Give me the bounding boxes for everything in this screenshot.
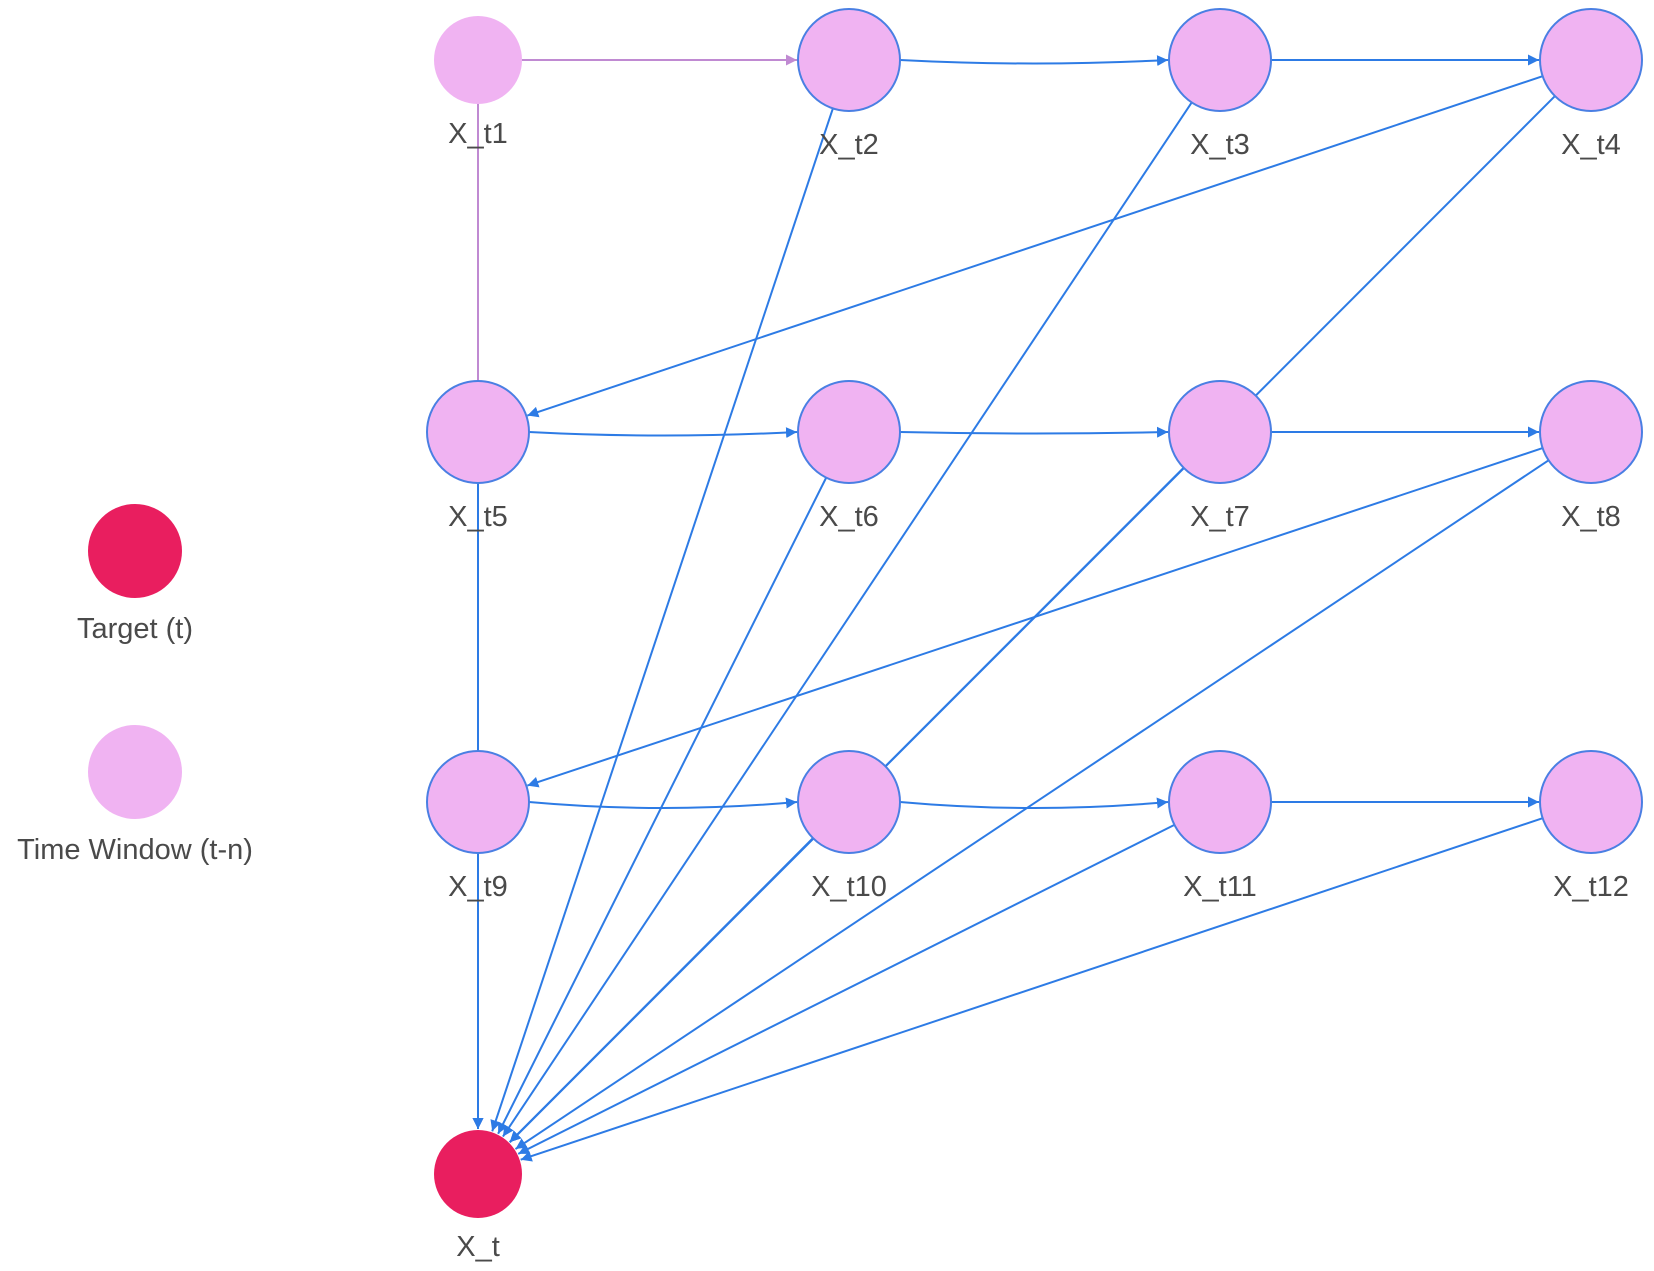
node-t8[interactable]: X_t8	[1539, 380, 1643, 533]
edge-t10-to-t11	[899, 797, 1169, 809]
node-t12-circle[interactable]	[1539, 750, 1643, 854]
node-t12-label: X_t12	[1553, 871, 1629, 903]
node-t8-label: X_t8	[1561, 501, 1621, 533]
legend-target-label: Target (t)	[77, 613, 193, 645]
node-t6-label: X_t6	[819, 501, 879, 533]
edge-t9-to-t10	[528, 797, 798, 809]
edges-layer	[472, 54, 1556, 1162]
node-t10-label: X_t10	[811, 871, 887, 903]
node-t2[interactable]: X_t2	[797, 8, 901, 161]
node-t5-circle[interactable]	[426, 380, 530, 484]
legend-window-label: Time Window (t-n)	[17, 834, 253, 866]
node-t1-circle[interactable]	[434, 16, 522, 104]
edge-t6-to-t7	[899, 426, 1169, 438]
node-t10[interactable]: X_t10	[797, 750, 901, 903]
edge-t12-to-t	[520, 817, 1543, 1162]
node-t3-label: X_t3	[1190, 129, 1250, 161]
node-t3-circle[interactable]	[1168, 8, 1272, 112]
node-t9[interactable]: X_t9	[426, 750, 530, 903]
edge-t4-to-t5	[527, 75, 1543, 418]
node-t11[interactable]: X_t11	[1168, 750, 1272, 903]
nodes-layer: X_t1 X_t2 X_t3 X_t4X_t5 X_t6 X_t7 X_t8X_t9 X_t1…	[426, 8, 1643, 1263]
node-t3[interactable]: X_t3	[1168, 8, 1272, 161]
node-t4-label: X_t4	[1561, 129, 1621, 161]
edge-t5-to-t6	[528, 427, 798, 439]
node-t6-circle[interactable]	[797, 380, 901, 484]
node-t11-circle[interactable]	[1168, 750, 1272, 854]
edge-t8-to-t	[514, 459, 1550, 1150]
node-t7[interactable]: X_t7	[1168, 380, 1272, 533]
node-t2-circle[interactable]	[797, 8, 901, 112]
node-t1[interactable]: X_t1	[434, 16, 522, 150]
edge-t2-to-t	[490, 108, 834, 1132]
node-t1-label: X_t1	[448, 118, 508, 150]
node-t-label: X_t	[456, 1231, 500, 1263]
edge-t2-to-t3	[899, 55, 1169, 67]
node-t7-label: X_t7	[1190, 501, 1250, 533]
edge-t11-to-t	[517, 823, 1175, 1155]
node-t4-circle[interactable]	[1539, 8, 1643, 112]
edge-t6-to-t	[497, 477, 828, 1135]
legend-item-window: Time Window (t-n)	[17, 725, 253, 866]
edge-t3-to-t	[502, 101, 1193, 1138]
node-t5[interactable]: X_t5	[426, 380, 530, 533]
node-t11-label: X_t11	[1183, 871, 1257, 903]
node-t[interactable]: X_t	[434, 1130, 522, 1263]
legend-target-swatch	[88, 504, 182, 598]
edge-t10-to-t	[509, 837, 814, 1143]
node-t7-circle[interactable]	[1168, 380, 1272, 484]
node-t2-label: X_t2	[819, 129, 879, 161]
node-t12[interactable]: X_t12	[1539, 750, 1643, 903]
node-t5-label: X_t5	[448, 501, 508, 533]
node-t9-label: X_t9	[448, 871, 508, 903]
node-t6[interactable]: X_t6	[797, 380, 901, 533]
legend-window-swatch	[88, 725, 182, 819]
node-t4[interactable]: X_t4	[1539, 8, 1643, 161]
node-t9-circle[interactable]	[426, 750, 530, 854]
legend-item-target: Target (t)	[77, 504, 193, 645]
node-t10-circle[interactable]	[797, 750, 901, 854]
node-t-circle[interactable]	[434, 1130, 522, 1218]
node-t8-circle[interactable]	[1539, 380, 1643, 484]
legend: Target (t) Time Window (t-n)	[17, 504, 253, 866]
